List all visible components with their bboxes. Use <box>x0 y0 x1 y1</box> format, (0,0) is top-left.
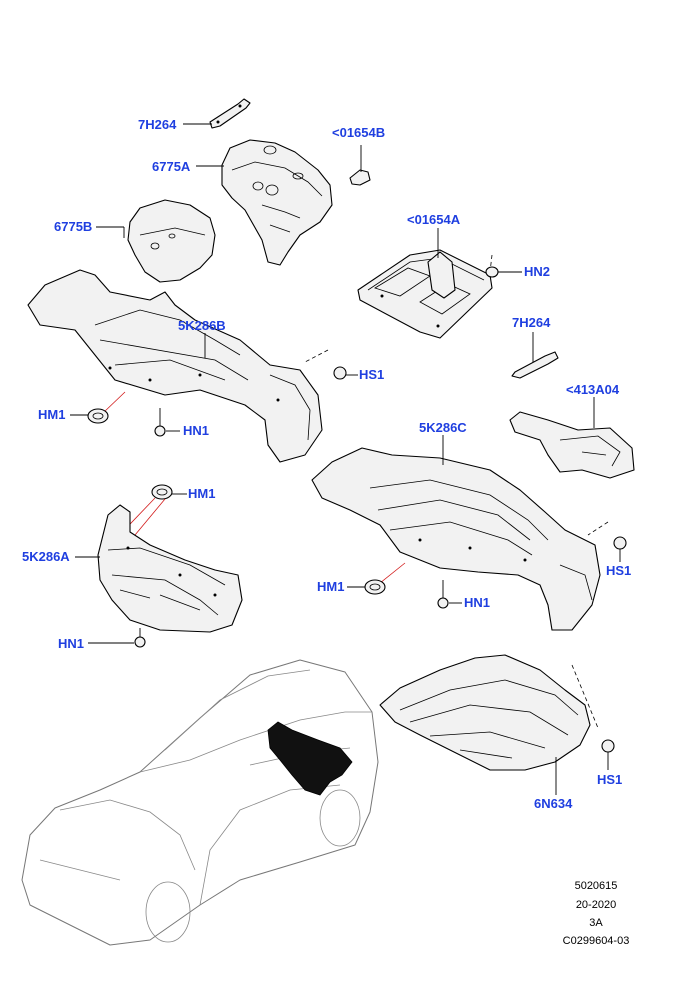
part-hs1-mid-fastener[interactable] <box>613 536 627 550</box>
callout-6n634[interactable]: 6N634 <box>534 796 573 811</box>
part-6n634[interactable] <box>379 654 591 771</box>
reference-code-4: C0299604-03 <box>562 935 630 947</box>
part-hn1-right-fastener[interactable] <box>437 597 449 609</box>
part-5k286c[interactable] <box>311 447 601 631</box>
reference-code-2: 20-2020 <box>575 899 617 911</box>
part-hs1-bottom-fastener[interactable] <box>601 739 615 753</box>
vehicle-highlight-shields <box>267 721 353 796</box>
callout-hn1-right[interactable]: HN1 <box>464 595 491 610</box>
callout-01654a[interactable]: <01654A <box>407 212 461 227</box>
callout-hs1-top[interactable]: HS1 <box>359 367 385 382</box>
part-7h264-top[interactable] <box>209 98 251 129</box>
callout-5k286c[interactable]: 5K286C <box>419 420 467 435</box>
callout-hm1-mid[interactable]: HM1 <box>188 486 216 501</box>
part-hm1-right-fastener[interactable] <box>364 579 386 595</box>
part-6775b[interactable] <box>127 199 216 283</box>
reference-code-1: 5020615 <box>574 880 618 892</box>
part-hs1-top-fastener[interactable] <box>333 366 347 380</box>
callout-6775b[interactable]: 6775B <box>54 219 93 234</box>
part-01654a[interactable] <box>357 249 493 339</box>
part-hn2-fastener[interactable] <box>485 266 499 278</box>
part-7h264-mid[interactable] <box>511 351 559 379</box>
callout-hn2[interactable]: HN2 <box>524 264 551 279</box>
callout-hm1-right[interactable]: HM1 <box>317 579 345 594</box>
vehicle-illustration <box>21 659 379 946</box>
part-5k286a[interactable] <box>97 504 243 633</box>
part-413a04[interactable] <box>509 411 635 479</box>
reference-code-3: 3A <box>589 917 603 929</box>
callout-5k286a[interactable]: 5K286A <box>22 549 70 564</box>
callout-hs1-mid[interactable]: HS1 <box>606 563 632 578</box>
part-hm1-mid-fastener[interactable] <box>151 484 173 500</box>
part-5k286b[interactable] <box>27 269 323 463</box>
callout-7h264-top[interactable]: 7H264 <box>138 117 177 132</box>
callout-hm1-left[interactable]: HM1 <box>38 407 66 422</box>
callout-hs1-bottom[interactable]: HS1 <box>597 772 623 787</box>
part-01654b[interactable] <box>349 169 371 186</box>
callout-hn1-left[interactable]: HN1 <box>183 423 210 438</box>
part-hm1-left-fastener[interactable] <box>87 408 109 424</box>
part-6775a[interactable] <box>221 139 333 266</box>
callout-7h264-mid[interactable]: 7H264 <box>512 315 551 330</box>
callout-6775a[interactable]: 6775A <box>152 159 191 174</box>
callout-hn1-bottom[interactable]: HN1 <box>58 636 85 651</box>
part-hn1-bottom-fastener[interactable] <box>134 636 146 648</box>
callout-5k286b[interactable]: 5K286B <box>178 318 226 333</box>
part-hn1-left-fastener[interactable] <box>154 425 166 437</box>
callout-413a04[interactable]: <413A04 <box>566 382 620 397</box>
callout-01654b[interactable]: <01654B <box>332 125 386 140</box>
